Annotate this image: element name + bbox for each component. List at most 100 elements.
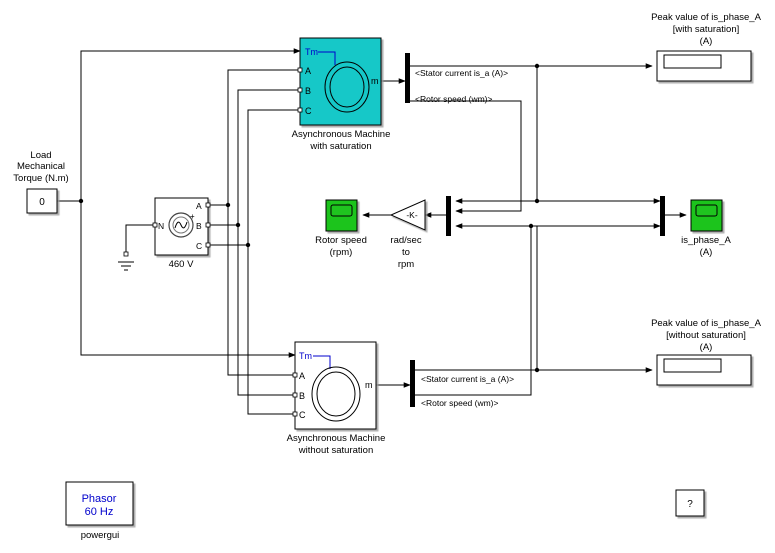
display-without-saturation[interactable]: Peak value of is_phase_A [without satura… — [651, 318, 762, 386]
machine-sat-label-line-1: Asynchronous Machine — [292, 129, 391, 140]
gain-triangle[interactable] — [389, 199, 426, 231]
machine-sat-port-b: B — [305, 86, 311, 96]
speed-mux[interactable] — [446, 196, 451, 236]
source-port-b: B — [196, 221, 202, 231]
stator-nosat-branch[interactable] — [455, 223, 538, 370]
constant-box[interactable] — [26, 188, 58, 214]
scope-current-label-line-1: is_phase_A — [681, 235, 731, 246]
torque-to-nosat-wire[interactable] — [80, 201, 296, 358]
display-sat-label-line-3: (A) — [700, 36, 713, 47]
gain-symbol: -K- — [406, 210, 418, 220]
machine-nosat-port-c: C — [299, 410, 306, 420]
display-sat-readout — [663, 54, 722, 69]
rotor-outer-icon — [311, 366, 361, 422]
phase-b-wire-sat[interactable] — [208, 89, 300, 226]
source-port-plus: + — [190, 212, 195, 221]
rotor-inner-icon — [316, 371, 356, 417]
source-port-n: N — [158, 221, 164, 231]
constant-label-line-1: Load — [30, 150, 51, 161]
scope-rotor-speed[interactable]: Rotor speed (rpm) — [315, 199, 367, 258]
sine-wave-icon — [174, 221, 188, 229]
speed-nosat-wire[interactable] — [415, 226, 532, 396]
source-conn-b[interactable] — [205, 222, 211, 228]
machine-sat-port-a: A — [305, 66, 311, 76]
source-conn-a[interactable] — [205, 202, 211, 208]
machine-nosat-port-a: A — [299, 371, 305, 381]
gain-label-line-1: rad/sec — [390, 235, 421, 246]
constant-label-line-2: Mechanical — [17, 161, 65, 172]
scope-speed-label-line-2: (rpm) — [330, 247, 353, 258]
machine-sat-port-m: m — [371, 76, 379, 86]
speed-sat-wire[interactable] — [410, 100, 522, 214]
display-with-saturation[interactable]: Peak value of is_phase_A [with saturatio… — [651, 12, 762, 82]
powergui-line-2: 60 Hz — [85, 506, 114, 518]
machine-sat-port-c: C — [305, 106, 312, 116]
scope-screen-icon — [330, 204, 353, 217]
constant-label-line-3: Torque (N.m) — [13, 173, 68, 184]
scope-speed-label-line-1: Rotor speed — [315, 235, 367, 246]
ac-source-block[interactable]: N + A B C 460 V — [152, 197, 211, 270]
source-port-c: C — [196, 241, 202, 251]
machine-nosat-conn-b[interactable] — [292, 392, 298, 398]
display-nosat-label-line-3: (A) — [700, 342, 713, 353]
source-conn-c[interactable] — [205, 242, 211, 248]
bus-sat-signal-1: <Stator current is_a (A)> — [415, 68, 508, 78]
source-conn-n[interactable] — [152, 222, 158, 228]
help-block[interactable]: ? — [675, 489, 705, 517]
machine-sat-conn-b[interactable] — [297, 87, 303, 93]
powergui-block[interactable]: Phasor 60 Hz powergui — [65, 481, 134, 541]
machine-nosat-label-line-1: Asynchronous Machine — [287, 433, 386, 444]
bus-selector-nosat[interactable]: <Stator current is_a (A)> <Rotor speed (… — [410, 360, 514, 408]
gain-label-line-3: rpm — [398, 259, 414, 270]
scope-current-label-line-2: (A) — [700, 247, 713, 258]
junction-dots — [78, 63, 540, 373]
display-sat-label-line-1: Peak value of is_phase_A — [651, 12, 762, 23]
bus-nosat-signal-2: <Rotor speed (wm)> — [421, 398, 499, 408]
bus-nosat-signal-1: <Stator current is_a (A)> — [421, 374, 514, 384]
powergui-box[interactable] — [65, 481, 134, 526]
ground-wire[interactable] — [125, 224, 155, 256]
machine-nosat-tm-link — [313, 355, 331, 369]
machine-with-saturation[interactable]: Tm A B C m Asynchronous Machine with sat… — [292, 37, 391, 152]
machine-sat-tm-link — [318, 51, 336, 65]
phase-a-wire-nosat[interactable] — [227, 205, 295, 376]
machine-nosat-label-line-2: without saturation — [298, 445, 373, 456]
machine-without-saturation[interactable]: Tm A B C m Asynchronous Machine without … — [287, 341, 386, 456]
powergui-line-1: Phasor — [82, 493, 117, 505]
machine-sat-port-tm: Tm — [305, 47, 318, 57]
constant-block[interactable]: Load Mechanical Torque (N.m) 0 — [13, 150, 69, 214]
display-nosat-label-line-2: [without saturation] — [666, 330, 746, 341]
ground-icon[interactable] — [118, 251, 134, 271]
phase-b-wire-nosat[interactable] — [237, 225, 295, 396]
bus-nosat-bar[interactable] — [410, 360, 415, 407]
machine-sat-conn-c[interactable] — [297, 107, 303, 113]
current-mux[interactable] — [660, 196, 665, 236]
rotor-outer-icon — [324, 61, 370, 113]
machine-nosat-port-tm: Tm — [299, 351, 312, 361]
help-icon: ? — [687, 499, 693, 510]
machine-nosat-conn-c[interactable] — [292, 411, 298, 417]
machine-nosat-conn-a[interactable] — [292, 372, 298, 378]
torque-to-sat-wire[interactable] — [80, 48, 301, 201]
machine-sat-label-line-2: with saturation — [309, 141, 371, 152]
stator-sat-branch[interactable] — [455, 66, 538, 204]
phase-c-wire-nosat[interactable] — [247, 245, 295, 415]
rotor-inner-icon — [329, 66, 365, 108]
constant-value: 0 — [39, 197, 45, 208]
bus-sat-bar[interactable] — [405, 53, 410, 103]
machine-nosat-port-m: m — [365, 380, 373, 390]
scope-is-phase-a[interactable]: is_phase_A (A) — [681, 199, 731, 258]
machine-nosat-box[interactable] — [294, 341, 377, 430]
help-button[interactable] — [675, 489, 705, 517]
display-sat-label-line-2: [with saturation] — [673, 24, 740, 35]
gain-label-line-2: to — [402, 247, 410, 258]
gain-block[interactable]: -K- rad/sec to rpm — [389, 199, 426, 270]
scope-screen-icon — [695, 204, 718, 217]
phase-a-wire-sat[interactable] — [208, 69, 300, 206]
machine-sat-conn-a[interactable] — [297, 67, 303, 73]
source-label: 460 V — [169, 259, 194, 270]
bus-selector-sat[interactable]: <Stator current is_a (A)> <Rotor speed (… — [405, 53, 508, 104]
bus-sat-signal-2: <Rotor speed (wm)> — [415, 94, 493, 104]
